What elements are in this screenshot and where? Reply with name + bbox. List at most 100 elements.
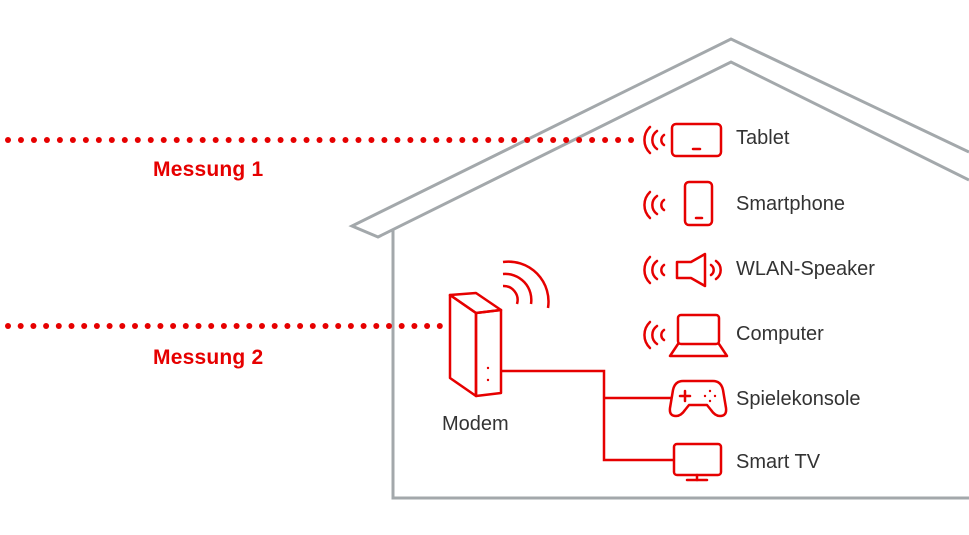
measurement-dot: [108, 137, 115, 143]
measurement-dot: [95, 137, 102, 143]
measurement-dot: [186, 137, 193, 143]
measurement-dot: [347, 323, 354, 329]
measurement-dot: [82, 137, 89, 143]
measurement-dot: [277, 137, 284, 143]
cable-connection: [501, 369, 673, 462]
measurement-dot: [576, 137, 583, 143]
measurement-dot: [199, 137, 206, 143]
measurement-dot: [212, 137, 219, 143]
measurement-dot: [144, 323, 151, 329]
measurement-dot: [316, 137, 323, 143]
measurement-dot: [589, 137, 596, 143]
modem-label: Modem: [442, 413, 509, 435]
measurement-dot: [182, 323, 189, 329]
measurement-line-2: [5, 323, 443, 329]
laptop-icon: [643, 313, 729, 358]
measurement-dot: [119, 323, 126, 329]
device-label-console: Spielekonsole: [736, 388, 861, 410]
measurement-dot: [398, 323, 405, 329]
measurement-dot: [147, 137, 154, 143]
measurement-dot: [132, 323, 138, 329]
device-label-computer: Computer: [736, 323, 824, 345]
measurement-dot: [160, 137, 167, 143]
measurement-dot: [394, 137, 401, 143]
measurement-dot: [5, 323, 11, 329]
measurement-dot: [446, 137, 453, 143]
measurement-dot: [368, 137, 375, 143]
measurement-dot: [284, 323, 291, 329]
measurement-dot: [220, 323, 227, 329]
measurement-dot: [225, 137, 232, 143]
measurement-dot: [628, 137, 635, 143]
measurement-dot: [360, 323, 367, 329]
measurement-dot: [303, 137, 310, 143]
device-label-tablet: Tablet: [736, 127, 790, 149]
device-label-speaker: WLAN-Speaker: [736, 258, 875, 280]
measurement-dot: [407, 137, 414, 143]
measurement-dot: [208, 323, 215, 329]
measurement-dot: [43, 323, 50, 329]
measurement-dot: [81, 323, 88, 329]
measurement-dot: [43, 137, 50, 143]
measurement-dot: [309, 323, 316, 329]
measurement-dot: [335, 323, 342, 329]
measurement-dot: [238, 137, 245, 143]
measurement-dot: [485, 137, 492, 143]
measurement-dot: [550, 137, 557, 143]
measurement-dot: [433, 137, 440, 143]
measurement-label-1: Messung 1: [153, 158, 264, 181]
measurement-dot: [615, 137, 622, 143]
measurement-dot: [420, 137, 427, 143]
measurement-dot: [246, 323, 253, 329]
measurement-dot: [264, 137, 271, 143]
measurement-dot: [329, 137, 336, 143]
speaker-icon: [643, 252, 722, 288]
measurement-dot: [524, 137, 531, 143]
measurement-dot: [342, 137, 349, 143]
measurement-dot: [56, 137, 63, 143]
measurement-dot: [355, 137, 362, 143]
measurement-label-2: Messung 2: [153, 346, 264, 369]
device-label-tv: Smart TV: [736, 451, 821, 473]
measurement-dot: [602, 137, 609, 143]
measurement-dot: [157, 323, 164, 329]
measurement-dot: [17, 137, 24, 143]
measurement-dot: [373, 323, 380, 329]
measurement-dot: [55, 323, 62, 329]
measurement-dot: [459, 137, 466, 143]
measurement-dot: [290, 137, 297, 143]
measurement-dot: [511, 137, 518, 143]
measurement-line-1: [5, 137, 635, 143]
house-outline: [348, 37, 969, 500]
smartphone-icon: [643, 180, 714, 227]
measurement-dot: [17, 323, 24, 329]
measurement-dot: [68, 323, 75, 329]
measurement-dot: [436, 323, 443, 329]
measurement-dot: [30, 137, 37, 143]
measurement-dot: [251, 137, 258, 143]
measurement-dot: [259, 323, 265, 329]
measurement-dot: [498, 137, 505, 143]
measurement-dot: [173, 137, 180, 143]
measurement-dot: [93, 323, 100, 329]
device-label-smartphone: Smartphone: [736, 193, 845, 215]
measurement-dot: [106, 323, 113, 329]
modem-icon: [448, 260, 550, 398]
measurement-dot: [121, 137, 128, 143]
measurement-dot: [30, 323, 37, 329]
tv-icon: [672, 442, 723, 482]
measurement-dot: [5, 137, 11, 143]
measurement-dot: [563, 137, 570, 143]
measurement-dot: [195, 323, 202, 329]
measurement-dot: [297, 323, 304, 329]
measurement-dot: [424, 323, 431, 329]
gamepad-icon: [668, 379, 728, 418]
measurement-dot: [472, 137, 479, 143]
tablet-icon: [643, 122, 723, 158]
measurement-dot: [322, 323, 329, 329]
measurement-dot: [233, 323, 240, 329]
measurement-dot: [381, 137, 388, 143]
measurement-dot: [386, 323, 392, 329]
